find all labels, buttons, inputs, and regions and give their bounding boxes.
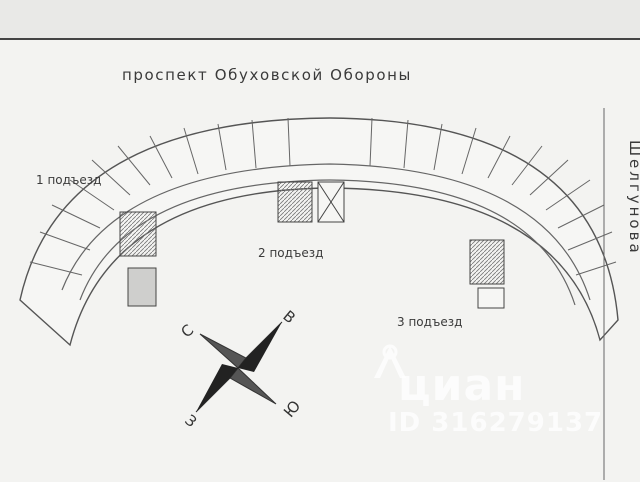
- corridor: [61, 163, 591, 301]
- street-name-side: Шелгунова: [626, 140, 640, 256]
- entrance-label-2: 2 подъезд: [258, 246, 324, 260]
- street-name-top: проспект Обуховской Обороны: [122, 66, 412, 84]
- compass-rose-icon: [195, 321, 283, 413]
- watermark-listing-id: ID 316279137: [388, 408, 604, 438]
- watermark-brand: циан: [398, 360, 526, 411]
- stair-core-1: [119, 211, 157, 307]
- stair-core-2: [277, 181, 345, 223]
- stair-core-3: [469, 239, 505, 309]
- cian-logo-icon: [374, 344, 406, 378]
- entrance-label-1: 1 подъезд: [36, 173, 102, 187]
- entrance-label-3: 3 подъезд: [397, 315, 463, 329]
- building-outline: [19, 117, 619, 347]
